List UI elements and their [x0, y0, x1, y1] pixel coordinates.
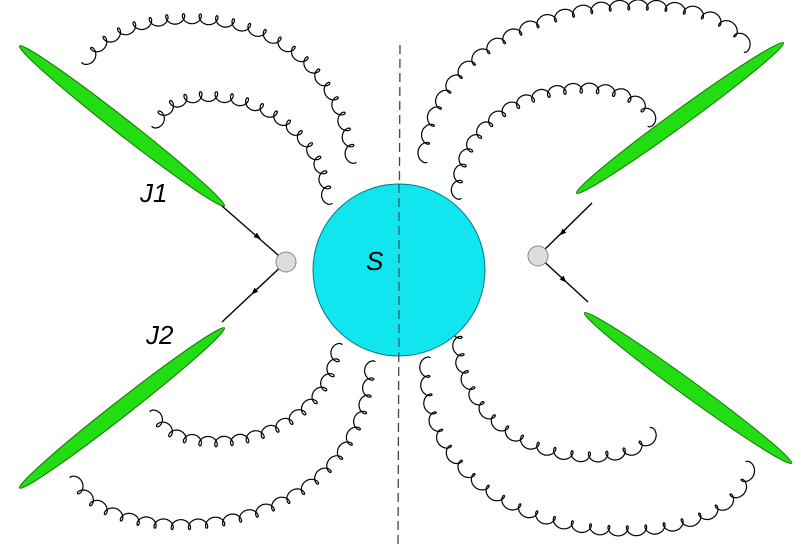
gluon-upper-right-outer: [417, 0, 751, 164]
jet-right-lower: [583, 311, 793, 465]
jet-j1: [18, 45, 226, 207]
vertex-right: [527, 245, 549, 267]
arrow-right-lower: [559, 275, 567, 283]
gluon-lower-left-outer: [69, 360, 376, 531]
label-j2: J2: [145, 320, 174, 350]
gluon-upper-left-outer: [81, 13, 357, 164]
label-s: S: [366, 246, 384, 276]
arrow-j1: [253, 232, 261, 240]
gluon-upper-left-inner: [151, 91, 333, 205]
gluon-lower-right-outer: [419, 356, 756, 537]
gluon-lower-right-inner: [451, 318, 657, 463]
label-j1: J1: [139, 178, 167, 208]
arrow-j2: [251, 287, 259, 295]
vertex-left: [275, 251, 297, 273]
jet-j2: [18, 327, 226, 489]
gluon-lower-left-inner: [149, 342, 343, 448]
jet-right-upper: [575, 41, 785, 195]
gluon-lines: [69, 0, 756, 537]
arrow-right-upper: [559, 228, 567, 236]
gluon-upper-right-inner: [450, 82, 657, 200]
